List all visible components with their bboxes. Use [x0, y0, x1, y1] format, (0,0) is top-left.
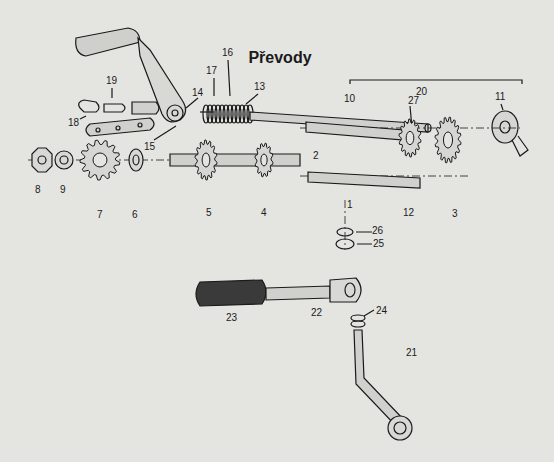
gear [435, 117, 461, 163]
callout-number: 6 [132, 209, 138, 220]
callout-number: 13 [254, 81, 265, 92]
callout-number: 15 [144, 141, 155, 152]
gear [80, 140, 120, 180]
callout-number: 11 [495, 91, 505, 102]
callout-number: 12 [403, 207, 414, 218]
gear [399, 119, 421, 157]
callout-number: 27 [408, 95, 419, 106]
callout-number: 25 [373, 238, 384, 249]
callout-number: 7 [97, 209, 103, 220]
callout-number: 26 [372, 225, 383, 236]
gear [195, 140, 217, 180]
gear [255, 143, 273, 177]
callout-number: 24 [376, 305, 387, 316]
callout-number: 9 [60, 184, 66, 195]
callout-number: 2 [313, 150, 319, 161]
callout-number: 1 [347, 199, 353, 210]
callout-number: 16 [222, 47, 233, 58]
callout-number: 5 [206, 207, 212, 218]
callout-number: 21 [406, 347, 417, 358]
callout-number: 3 [452, 208, 458, 219]
callout-number: 23 [226, 312, 237, 323]
gear-hub [93, 153, 107, 167]
callout-number: 17 [206, 65, 217, 76]
callout-number: 19 [106, 75, 117, 86]
callout-number: 18 [68, 117, 79, 128]
callout-number: 4 [261, 207, 267, 218]
callout-number: 14 [192, 87, 203, 98]
gear-hub [261, 154, 267, 166]
callout-number: 10 [344, 93, 355, 104]
gear-hub [443, 132, 452, 148]
callout-number: 22 [311, 307, 322, 318]
gear-hub [406, 131, 414, 144]
gear-hub [202, 153, 210, 167]
callout-number: 8 [35, 184, 41, 195]
title: Převody [248, 49, 311, 67]
parts-outline [28, 28, 528, 440]
